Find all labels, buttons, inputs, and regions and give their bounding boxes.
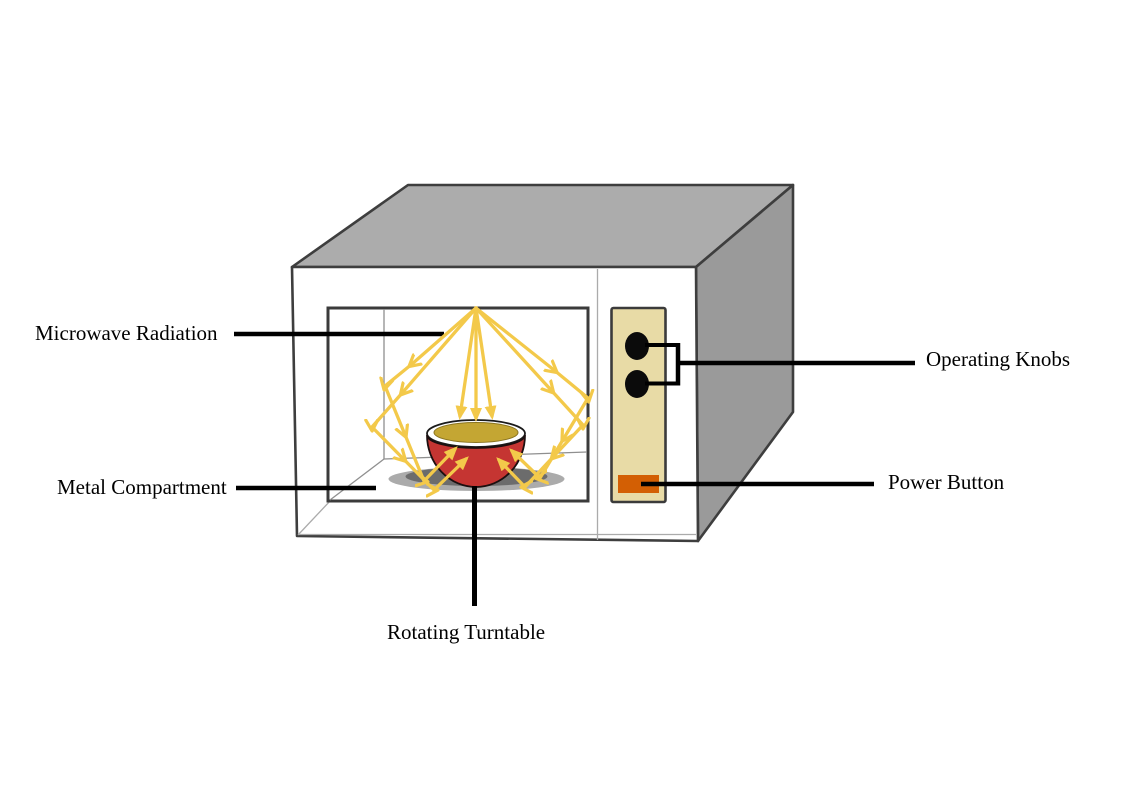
- bowl-contents: [433, 422, 519, 443]
- operating-knob-top: [625, 332, 649, 360]
- radiation-rays: [372, 306, 588, 490]
- radiation-ray-center-right: [474, 306, 497, 420]
- radiation-ray-right-lower: [474, 306, 583, 487]
- label-power-button: Power Button: [888, 470, 1005, 494]
- power-button: [618, 475, 659, 493]
- label-metal-compartment: Metal Compartment: [57, 475, 227, 499]
- door-corner-seam: [297, 499, 332, 536]
- radiation-ray-left-lower: [372, 306, 478, 490]
- label-operating-knobs: Operating Knobs: [926, 347, 1071, 371]
- leader-lines: [234, 331, 915, 606]
- label-rotating-turntable: Rotating Turntable: [387, 620, 546, 644]
- control-panel-plate: [610, 306, 667, 504]
- front-seam-lines: [297, 269, 696, 540]
- operating-knob-bottom: [625, 370, 649, 398]
- control-panel: [610, 306, 667, 504]
- label-microwave-radiation: Microwave Radiation: [35, 321, 218, 345]
